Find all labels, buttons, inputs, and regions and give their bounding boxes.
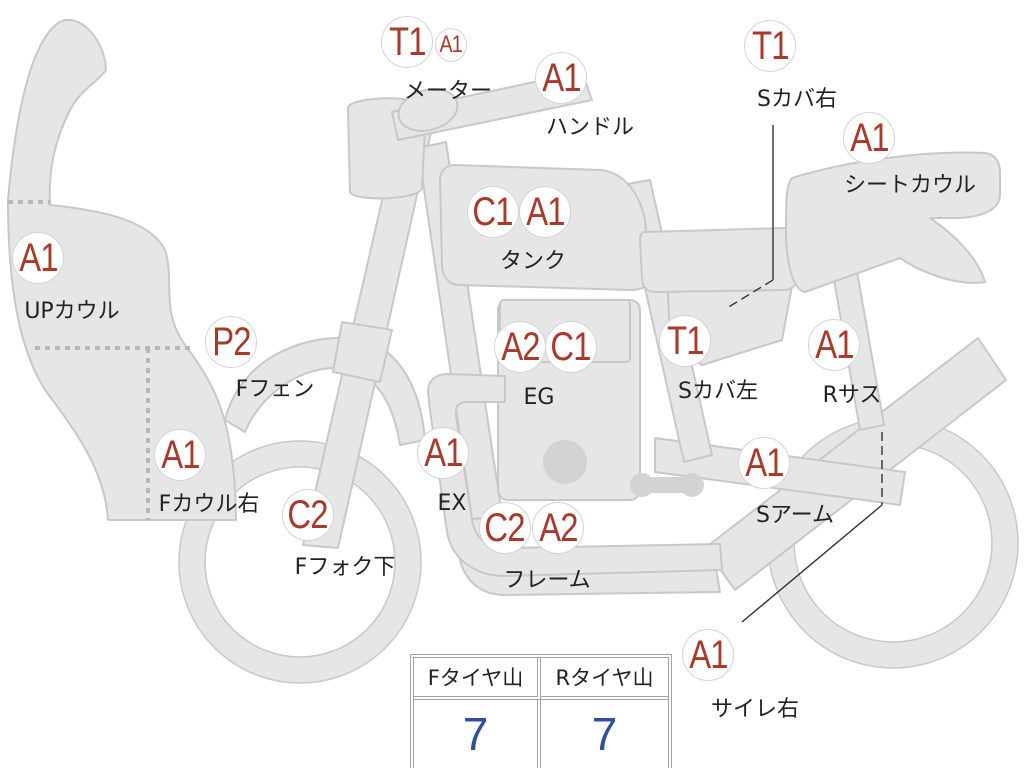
side-cover-right-grade-badge: T1 [744, 20, 796, 72]
grade-code: A1 [18, 236, 58, 280]
silencer-leader [741, 432, 883, 623]
exhaust-label: EX [437, 491, 467, 516]
upper-cowl-label: UPカウル [24, 299, 120, 324]
grade-code: C2 [484, 506, 526, 550]
meter-grade-badge-secondary: A1 [435, 28, 467, 62]
front-tire-value: 7 [414, 700, 541, 768]
meter-label: メーター [403, 79, 493, 104]
side-cover-left-grade-badge: T1 [659, 315, 711, 367]
rear-tire-value: 7 [591, 708, 618, 760]
tank-label: タンク [499, 249, 567, 274]
grade-code: A1 [814, 323, 854, 367]
engine-grade-badge: A2 [494, 321, 546, 373]
front-cowl-right-label: Fカウル右 [158, 492, 260, 517]
engine-grade-badge-secondary: C1 [545, 321, 597, 373]
exhaust-pipe-shape [427, 373, 723, 577]
engine-label: EG [523, 385, 555, 410]
rear-suspension-label: Rサス [822, 383, 882, 408]
seat-cowl-grade-badge: A1 [843, 112, 895, 164]
front-wheel [178, 440, 422, 684]
footpeg-shape [630, 473, 704, 497]
swing-arm-label: Sアーム [756, 503, 834, 528]
meter-grade-badge: T1 [381, 16, 433, 68]
seat-cowl-label: シートカウル [843, 173, 977, 198]
grade-code: A1 [849, 116, 889, 160]
grade-code: C1 [550, 325, 592, 369]
tank-grade-badge-secondary: A1 [519, 186, 571, 238]
side-cover-left-label: Sカバ左 [678, 379, 758, 404]
silencer-right-label: サイレ右 [710, 697, 800, 722]
exhaust-grade-badge: A1 [417, 427, 469, 479]
grade-code: A1 [541, 56, 581, 100]
side-cover-right-label: Sカバ右 [757, 87, 837, 112]
grade-code: T1 [751, 24, 789, 68]
handle-label: ハンドル [545, 115, 635, 140]
tire-tread-table: Fタイヤ山 Rタイヤ山 7 7 [410, 654, 672, 768]
seat-cowl-shape [785, 151, 1001, 293]
grade-code: A2 [538, 506, 578, 550]
silencer-shape [704, 337, 1007, 591]
frame-grade-badge: C2 [479, 502, 531, 554]
grade-code: A1 [423, 431, 463, 475]
fork-boot-shape [332, 321, 393, 383]
upper-cowl-grade-badge: A1 [12, 232, 64, 284]
silencer-right-grade-badge: A1 [682, 629, 734, 681]
front-fork-lower-label: Fフォク下 [294, 555, 396, 580]
grade-code: T1 [388, 20, 426, 64]
grade-code: A2 [500, 325, 540, 369]
handle-grade-badge: A1 [535, 52, 587, 104]
swing-arm-grade-badge: A1 [738, 437, 790, 489]
grade-code: A1 [525, 190, 565, 234]
grade-code: A1 [744, 441, 784, 485]
front-cowl-right-grade-badge: A1 [154, 429, 206, 481]
grade-code: P2 [211, 320, 251, 364]
grade-code: C2 [287, 493, 329, 537]
frame-grade-badge-secondary: A2 [532, 502, 584, 554]
grade-code: A1 [439, 31, 463, 58]
front-fork-lower-grade-badge: C2 [282, 489, 334, 541]
grade-code: C1 [472, 190, 514, 234]
rear-tire-header: Rタイヤ山 [541, 658, 668, 700]
fairing-shape [7, 19, 237, 521]
grade-code: A1 [688, 633, 728, 677]
fairing-section-dotted-lines [8, 200, 190, 520]
meter-shape [397, 88, 459, 132]
front-tire-header: Fタイヤ山 [414, 658, 541, 700]
front-fender-label: Fフェン [235, 377, 315, 402]
grade-code: T1 [666, 319, 704, 363]
frame-label: フレーム [503, 568, 591, 593]
rear-suspension-grade-badge: A1 [808, 319, 860, 371]
tank-grade-badge: C1 [467, 186, 519, 238]
grade-code: A1 [160, 433, 200, 477]
front-fender-grade-badge: P2 [205, 316, 257, 368]
side-cover-right-leader [726, 125, 774, 309]
